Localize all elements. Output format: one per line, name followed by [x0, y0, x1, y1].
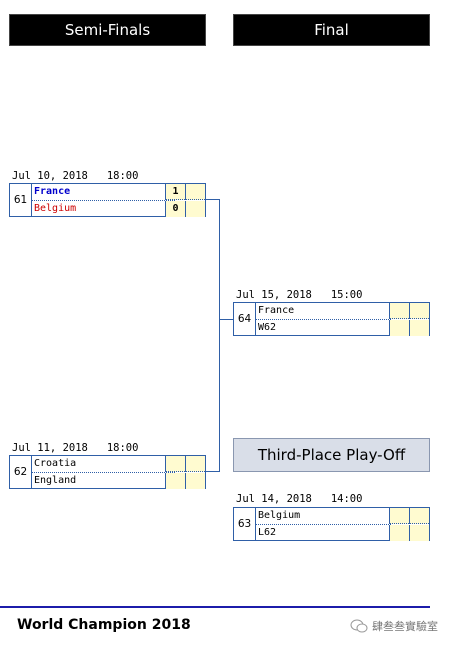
match-61-date: Jul 10, 2018 18:00: [12, 170, 139, 182]
match-63-team2: L62: [258, 527, 277, 538]
match-61-extra2[interactable]: [185, 201, 205, 217]
connector-61: [206, 199, 219, 200]
match-63-team1: Belgium: [256, 508, 391, 525]
connector-62: [206, 471, 219, 472]
watermark-text: 肆叁叁實驗室: [372, 620, 438, 633]
match-number: 62: [10, 456, 32, 488]
final-header: Final: [233, 14, 430, 46]
match-64-date: Jul 15, 2018 15:00: [236, 289, 363, 301]
match-number: 61: [10, 184, 32, 216]
match-number: 63: [234, 508, 256, 540]
match-62-extra2[interactable]: [185, 473, 205, 489]
match-63: 63 Belgium L62: [233, 507, 430, 541]
match-63-date: Jul 14, 2018 14:00: [236, 493, 363, 505]
match-61: 61 France Belgium 1 0: [9, 183, 206, 217]
match-64: 64 France W62: [233, 302, 430, 336]
footer-title: World Champion 2018: [17, 617, 191, 633]
connector-vertical: [219, 199, 220, 472]
match-61-score2[interactable]: 0: [165, 201, 185, 217]
connector-final: [219, 319, 233, 320]
match-63-score1[interactable]: [389, 508, 409, 524]
match-62-extra1[interactable]: [185, 456, 205, 472]
wechat-icon: [350, 619, 368, 633]
match-64-extra2[interactable]: [409, 320, 429, 336]
match-64-team2: W62: [258, 322, 277, 333]
match-62-date: Jul 11, 2018 18:00: [12, 442, 139, 454]
match-61-team2: Belgium: [34, 203, 77, 214]
match-64-score2[interactable]: [389, 320, 409, 336]
match-64-team1: France: [256, 303, 391, 320]
match-number: 64: [234, 303, 256, 335]
match-62-score2[interactable]: [165, 473, 185, 489]
match-61-team1: France: [32, 184, 175, 201]
match-63-extra1[interactable]: [409, 508, 429, 524]
footer-divider: [0, 606, 430, 608]
match-62-team2: England: [34, 475, 77, 486]
third-place-header: Third-Place Play-Off: [233, 438, 430, 472]
match-62-team1: Croatia: [32, 456, 175, 473]
match-63-extra2[interactable]: [409, 525, 429, 541]
match-61-extra1[interactable]: [185, 184, 205, 200]
match-62-score1[interactable]: [165, 456, 185, 472]
match-64-extra1[interactable]: [409, 303, 429, 319]
match-61-score1[interactable]: 1: [165, 184, 185, 200]
match-62: 62 Croatia England: [9, 455, 206, 489]
match-63-score2[interactable]: [389, 525, 409, 541]
match-64-score1[interactable]: [389, 303, 409, 319]
watermark: 肆叁叁實驗室: [350, 618, 438, 634]
semi-finals-header: Semi-Finals: [9, 14, 206, 46]
